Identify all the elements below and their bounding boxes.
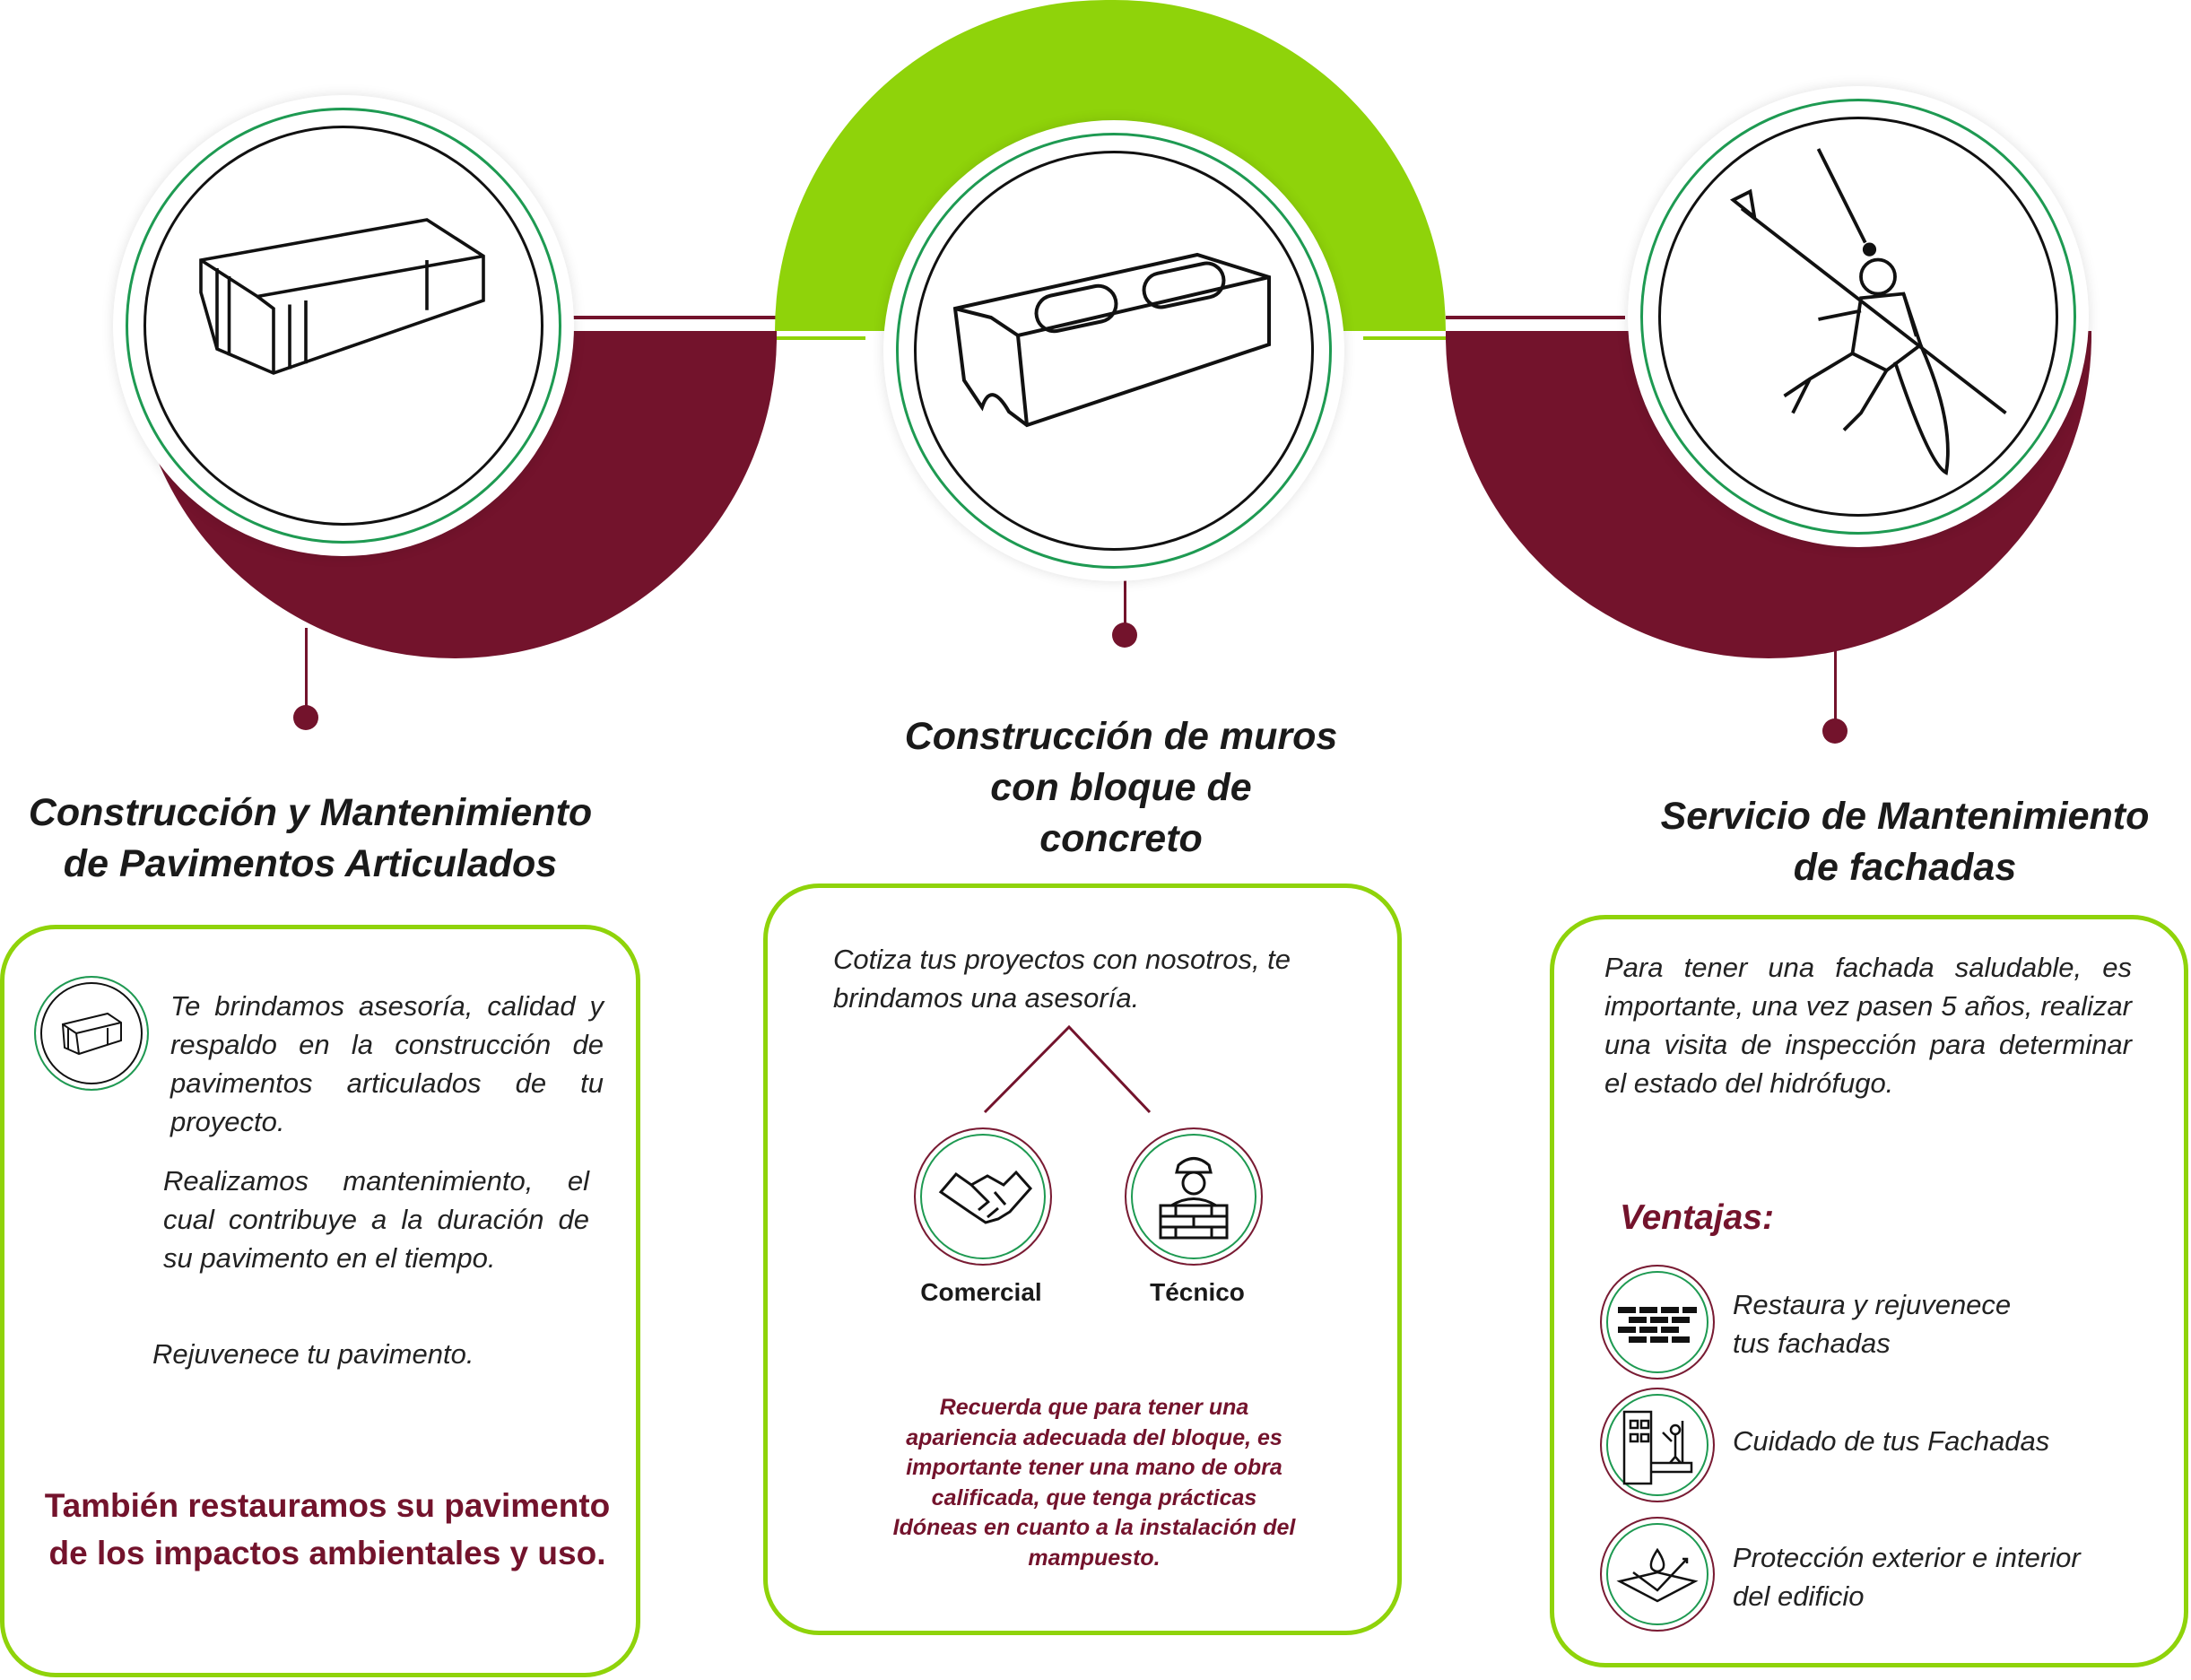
branch-circle-comercial bbox=[914, 1127, 1052, 1266]
branch-lines bbox=[983, 1024, 1152, 1114]
card-block bbox=[763, 884, 1402, 1635]
advantage-icon-circle-1 bbox=[1600, 1265, 1715, 1380]
advantage-text-1: Restaura y rejuvenece tus fachadas bbox=[1733, 1285, 2163, 1362]
advantage-icon-circle-2 bbox=[1600, 1388, 1715, 1502]
waterproof-icon bbox=[1616, 1547, 1699, 1603]
worker-icon bbox=[1159, 1157, 1229, 1240]
service-circle-pavers bbox=[113, 95, 574, 556]
building-spray-icon bbox=[1622, 1410, 1693, 1485]
paver-mini-icon bbox=[34, 976, 149, 1091]
service-circle-facade bbox=[1628, 86, 2089, 547]
stem-left bbox=[305, 628, 308, 718]
title-line: con bloque de bbox=[990, 766, 1252, 809]
maroon-connector-line-left bbox=[552, 316, 776, 319]
branch-label-comercial: Comercial bbox=[920, 1278, 1042, 1306]
pavers-paragraph-1: Te brindamos asesoría, calidad y respald… bbox=[170, 990, 604, 1137]
advantage-line: tus fachadas bbox=[1733, 1327, 1891, 1359]
block-note: Recuerda que para tener una apariencia a… bbox=[807, 1393, 1381, 1573]
highlight-line: También restauramos su pavimento bbox=[44, 1487, 611, 1524]
advantage-line: del edificio bbox=[1733, 1580, 1865, 1612]
concrete-block-icon bbox=[952, 252, 1271, 428]
note-line: importante tener una mano de obra bbox=[906, 1455, 1282, 1480]
brick-wall-icon bbox=[1618, 1307, 1697, 1343]
note-line: Idóneas en cuanto a la instalación del bbox=[892, 1515, 1296, 1540]
advantage-line: Cuidado de tus Fachadas bbox=[1733, 1425, 2050, 1457]
stem-center bbox=[1124, 574, 1126, 635]
dot-right bbox=[1822, 718, 1848, 744]
service-title-pavers: Construcción y Mantenimiento de Paviment… bbox=[29, 788, 592, 890]
pavers-paragraph-3: Rejuvenece tu pavimento. bbox=[152, 1338, 474, 1370]
branch-circle-tecnico bbox=[1125, 1127, 1263, 1266]
dot-left bbox=[293, 705, 318, 730]
title-line: de Pavimentos Articulados bbox=[63, 842, 558, 885]
service-title-facade: Servicio de Mantenimiento de fachadas bbox=[1661, 791, 2150, 893]
advantages-title: Ventajas: bbox=[1620, 1198, 1774, 1237]
advantage-text-2: Cuidado de tus Fachadas bbox=[1733, 1422, 2163, 1460]
highlight-line: de los impactos ambientales y uso. bbox=[48, 1535, 606, 1571]
pavers-highlight: También restauramos su pavimento de los … bbox=[36, 1482, 619, 1577]
advantage-text-3: Protección exterior e interior del edifi… bbox=[1733, 1538, 2163, 1615]
note-line: calificada, que tenga prácticas bbox=[931, 1484, 1257, 1510]
title-line: Construcción y Mantenimiento bbox=[28, 791, 593, 834]
maroon-connector-line-right bbox=[1446, 316, 1625, 319]
title-line: Construcción de muros bbox=[904, 715, 1338, 758]
paver-brick-icon bbox=[199, 218, 485, 375]
lime-connector-line-left bbox=[776, 336, 865, 340]
advantage-icon-circle-3 bbox=[1600, 1517, 1715, 1632]
facade-climber-icon bbox=[1729, 148, 2007, 475]
dot-center bbox=[1112, 622, 1137, 648]
block-intro: Cotiza tus proyectos con nosotros, te br… bbox=[833, 944, 1291, 1014]
note-line: Recuerda que para tener una bbox=[939, 1395, 1249, 1420]
title-line: de fachadas bbox=[1793, 846, 2017, 889]
facade-intro: Para tener una fachada saludable, es imp… bbox=[1604, 952, 2132, 1099]
stem-right bbox=[1834, 646, 1837, 731]
note-line: mampuesto. bbox=[1028, 1545, 1161, 1571]
advantage-line: Protección exterior e interior bbox=[1733, 1542, 2081, 1573]
service-title-block: Construcción de muros con bloque de conc… bbox=[905, 711, 1338, 865]
lime-connector-line-right bbox=[1363, 336, 1446, 340]
advantage-line: Restaura y rejuvenece bbox=[1733, 1289, 2012, 1320]
handshake-icon bbox=[938, 1170, 1033, 1224]
service-circle-block bbox=[883, 120, 1344, 581]
branch-label-tecnico: Técnico bbox=[1150, 1278, 1245, 1306]
title-line: Servicio de Mantenimiento bbox=[1660, 795, 2150, 838]
note-line: apariencia adecuada del bloque, es bbox=[906, 1424, 1282, 1450]
pavers-paragraph-2: Realizamos mantenimiento, el cual contri… bbox=[163, 1165, 589, 1274]
title-line: concreto bbox=[1039, 817, 1203, 860]
